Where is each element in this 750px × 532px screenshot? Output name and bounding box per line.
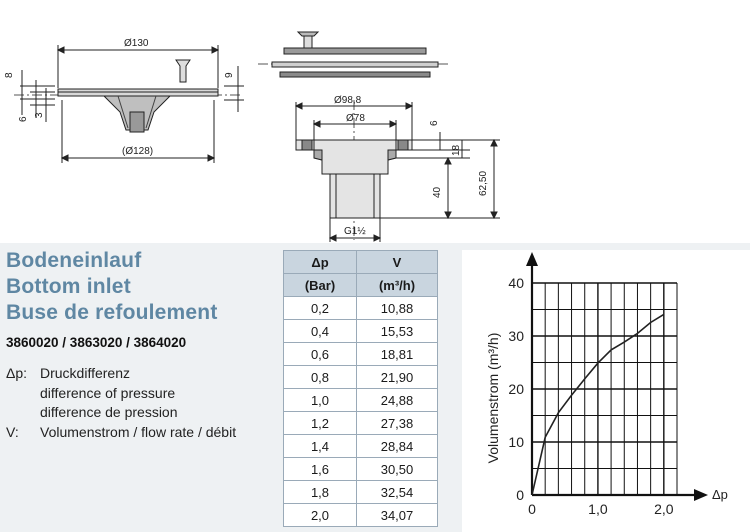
cell-dp: 0,4 xyxy=(283,319,357,343)
dim-d98-label: Ø98,8 xyxy=(334,95,362,106)
cell-dp: 1,6 xyxy=(283,457,357,481)
cell-v: 30,50 xyxy=(356,457,438,481)
dim-3-label: 3 xyxy=(34,112,45,118)
chart-background xyxy=(462,250,750,532)
cell-v: 28,84 xyxy=(356,434,438,458)
dim-9-label: 9 xyxy=(224,72,235,78)
chart-x-axis-label: Δp xyxy=(712,487,728,502)
cell-dp: 1,0 xyxy=(283,388,357,412)
cell-v: 27,38 xyxy=(356,411,438,435)
dim-40-label: 40 xyxy=(432,186,443,198)
header-dp: Δp xyxy=(283,250,357,274)
legend-text: difference of pressure xyxy=(40,384,176,401)
dim-d128-label: (Ø128) xyxy=(122,146,153,157)
cell-dp: 1,2 xyxy=(283,411,357,435)
legend-key: Δp: xyxy=(6,365,28,381)
header-v-unit: (m³/h) xyxy=(356,273,438,297)
cell-dp: 2,0 xyxy=(283,503,357,527)
legend-row: V: Volumenstrom / flow rate / débit xyxy=(6,423,236,443)
dim-62-label: 62,50 xyxy=(478,171,489,196)
table-header-row: Δp V xyxy=(283,250,438,274)
legend-text: difference de pression xyxy=(40,404,178,420)
dim-g-label: G1½ xyxy=(344,226,366,237)
cell-v: 15,53 xyxy=(356,319,438,343)
dim-6b-label: 6 xyxy=(429,120,440,126)
dim-8-label: 8 xyxy=(4,72,15,78)
flow-chart: 0 10 20 30 40 0 1,0 2,0 Volumenstrom (m³/h) Δp xyxy=(462,250,750,532)
chart-x-tick-label: 0 xyxy=(528,501,536,517)
chart-x-tick-label: 2,0 xyxy=(654,501,674,517)
title-fr: Buse de refoulement xyxy=(6,301,218,324)
chart-y-axis-arrow xyxy=(526,252,538,266)
legend: Δp: Druckdifferenz difference of pressur… xyxy=(6,364,236,442)
technical-drawing: Ø130 (Ø128) 8 6 3 9 Ø98,8 Ø78 6 18 40 62… xyxy=(4,31,500,242)
product-titles: Bodeneinlauf Bottom inlet Buse de refoul… xyxy=(6,248,218,326)
title-en: Bottom inlet xyxy=(6,275,131,298)
header-dp-unit: (Bar) xyxy=(283,273,357,297)
chart-y-tick-label: 10 xyxy=(508,434,524,450)
title-de: Bodeneinlauf xyxy=(6,249,142,272)
flow-series-line xyxy=(531,313,665,496)
legend-key xyxy=(6,403,40,423)
chart-y-tick-label: 30 xyxy=(508,328,524,344)
dim-18-label: 18 xyxy=(451,144,462,156)
cell-dp: 1,8 xyxy=(283,480,357,504)
chart-x-axis-arrow xyxy=(694,489,708,501)
legend-key: V: xyxy=(6,423,19,440)
cell-dp: 1,4 xyxy=(283,434,357,458)
legend-row: difference of pressure xyxy=(6,384,236,404)
cell-v: 34,07 xyxy=(356,503,438,527)
dim-d78-label: Ø78 xyxy=(346,113,365,124)
table-header-row: (Bar) (m³/h) xyxy=(283,273,438,297)
dim-d130-label: Ø130 xyxy=(124,38,149,49)
chart-x-tick-label: 1,0 xyxy=(588,501,608,517)
legend-row: difference de pression xyxy=(6,403,236,423)
chart-y-tick-label: 20 xyxy=(508,381,524,397)
cell-v: 21,90 xyxy=(356,365,438,389)
legend-key xyxy=(6,384,40,404)
chart-y-axis-label: Volumenstrom (m³/h) xyxy=(485,333,501,464)
chart-y-tick-label: 40 xyxy=(508,275,524,291)
chart-y-tick-label: 0 xyxy=(516,487,524,503)
legend-text: Druckdifferenz xyxy=(40,365,131,381)
cell-dp: 0,6 xyxy=(283,342,357,366)
legend-row: Δp: Druckdifferenz xyxy=(6,364,236,384)
cell-v: 18,81 xyxy=(356,342,438,366)
header-v: V xyxy=(356,250,438,274)
cell-dp: 0,2 xyxy=(283,296,357,320)
cell-dp: 0,8 xyxy=(283,365,357,389)
cell-v: 10,88 xyxy=(356,296,438,320)
dim-6-label: 6 xyxy=(18,116,29,122)
article-numbers: 3860020 / 3863020 / 3864020 xyxy=(6,335,187,350)
cell-v: 24,88 xyxy=(356,388,438,412)
legend-text: Volumenstrom / flow rate / débit xyxy=(40,423,237,440)
cell-v: 32,54 xyxy=(356,480,438,504)
